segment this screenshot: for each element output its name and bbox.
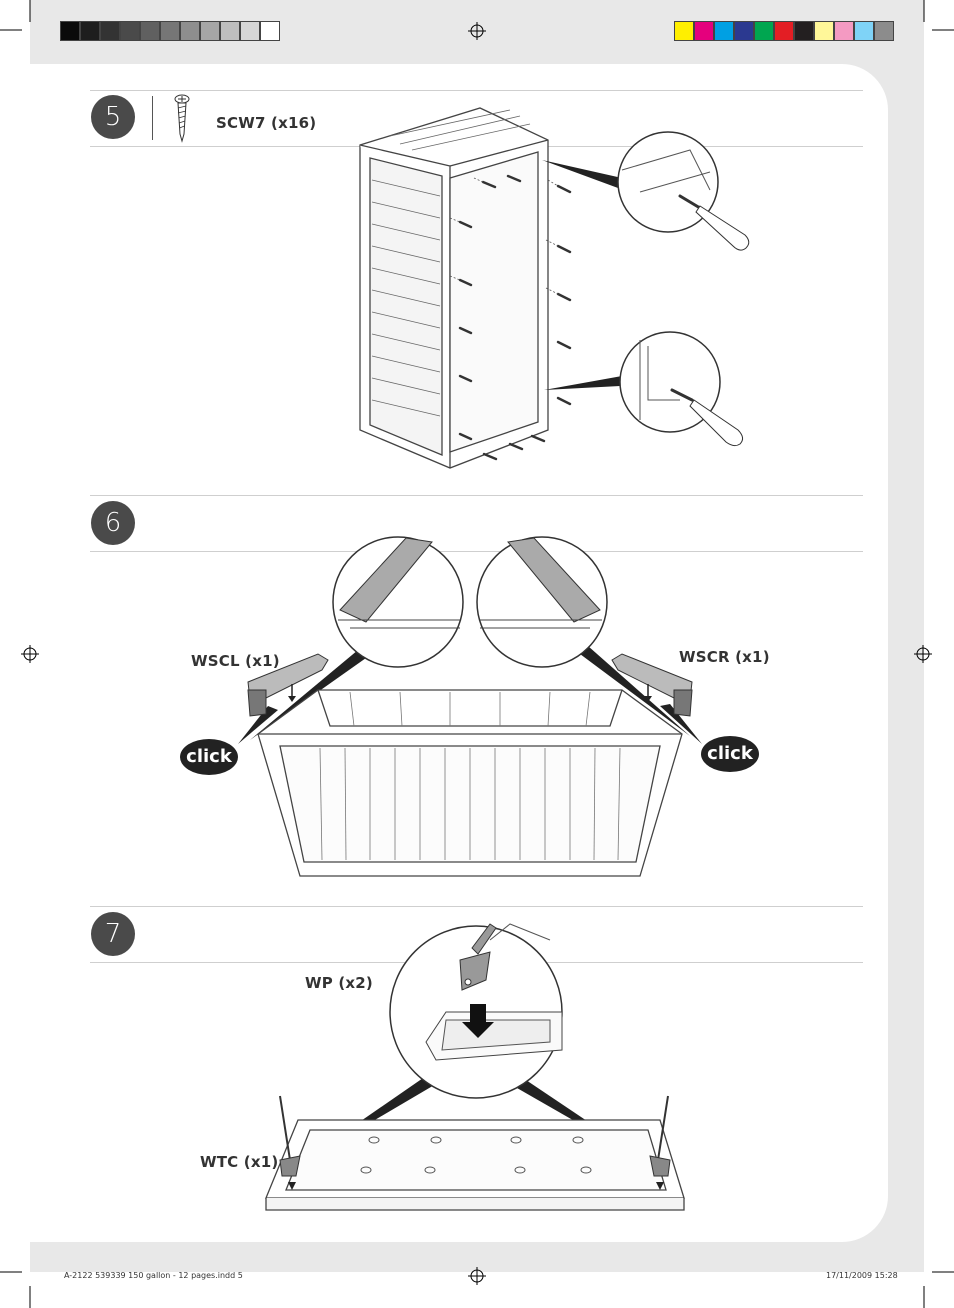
step-5-number: 5 (91, 95, 135, 139)
color-swatch (774, 21, 794, 41)
step-7-number: 7 (91, 912, 135, 956)
gray-swatch (220, 21, 240, 41)
process-color-bar (674, 21, 894, 41)
gray-swatch (80, 21, 100, 41)
step-5-illustration (359, 107, 750, 469)
gray-swatch (200, 21, 220, 41)
divider (90, 495, 863, 496)
part-label-wtc: WTC (x1) (200, 1153, 279, 1171)
part-label-wscl: WSCL (x1) (191, 652, 280, 670)
gray-swatch (180, 21, 200, 41)
screw-icon (174, 94, 190, 143)
separator (152, 96, 153, 140)
color-swatch (734, 21, 754, 41)
divider (90, 90, 863, 91)
color-swatch (874, 21, 894, 41)
part-label-scw7: SCW7 (x16) (216, 114, 317, 132)
registration-mark-icon (21, 22, 932, 1285)
step-7-illustration (265, 923, 685, 1211)
part-label-wscr: WSCR (x1) (679, 648, 770, 666)
footer-file-info: A-2122 539339 150 gallon - 12 pages.indd… (64, 1271, 243, 1280)
gray-swatch (120, 21, 140, 41)
gray-swatch (260, 21, 280, 41)
step-6-number: 6 (91, 501, 135, 545)
color-swatch (814, 21, 834, 41)
color-swatch (754, 21, 774, 41)
gray-swatch (160, 21, 180, 41)
color-swatch (834, 21, 854, 41)
grayscale-color-bar (60, 21, 280, 41)
click-badge-left: click (180, 739, 238, 775)
gray-swatch (100, 21, 120, 41)
gray-swatch (60, 21, 80, 41)
color-swatch (694, 21, 714, 41)
color-swatch (854, 21, 874, 41)
divider (90, 551, 863, 552)
footer-date: 17/11/2009 15:28 (826, 1271, 898, 1280)
color-swatch (714, 21, 734, 41)
step-6-illustration (238, 536, 702, 877)
click-badge-right: click (701, 736, 759, 772)
color-swatch (794, 21, 814, 41)
gray-swatch (240, 21, 260, 41)
color-swatch (674, 21, 694, 41)
gray-swatch (140, 21, 160, 41)
part-label-wp: WP (x2) (305, 974, 373, 992)
divider (90, 906, 863, 907)
